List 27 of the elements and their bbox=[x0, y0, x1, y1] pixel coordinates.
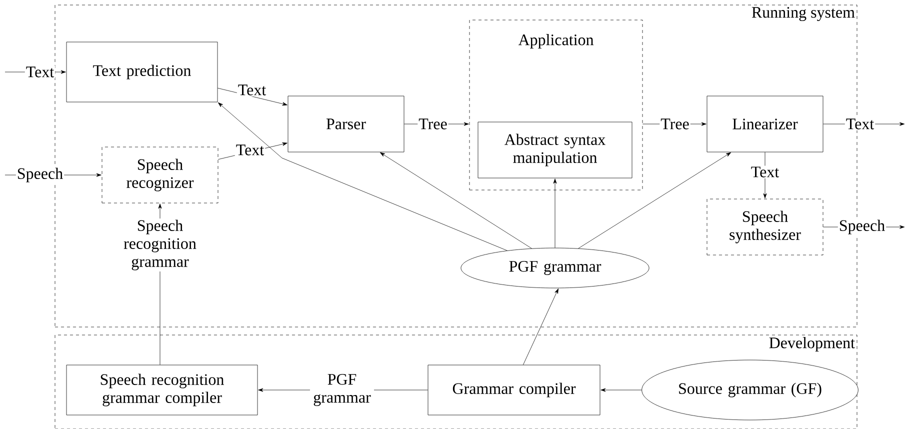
edge-label: PGF grammar bbox=[310, 372, 374, 408]
arrow bbox=[600, 388, 642, 392]
arrow bbox=[218, 88, 288, 106]
process-box: Linearizer bbox=[706, 96, 824, 152]
edge-label: Tree bbox=[660, 118, 690, 130]
data-text: Speech recognition grammar bbox=[124, 220, 196, 270]
process-box: Abstract syntax manipulation bbox=[478, 122, 632, 178]
process-box: Speech recognizer bbox=[102, 146, 218, 204]
edge-label: Speech bbox=[838, 218, 886, 236]
process-box: Speech recognition grammar compiler bbox=[66, 364, 258, 416]
process-box: Grammar compiler bbox=[428, 364, 600, 416]
arrow bbox=[218, 102, 508, 251]
process-box: Parser bbox=[288, 96, 404, 152]
process-box: Text prediction bbox=[66, 42, 218, 102]
arrow bbox=[380, 152, 532, 249]
process-box: Speech synthesizer bbox=[706, 198, 824, 256]
edge-label: Text bbox=[236, 84, 268, 96]
edge-label: Text bbox=[24, 66, 56, 78]
arrow bbox=[553, 178, 557, 248]
arrow bbox=[158, 204, 162, 219]
edge-label: Text bbox=[750, 166, 780, 178]
edge-label: Tree bbox=[418, 118, 448, 130]
arrow bbox=[522, 288, 558, 365]
edge-label: Text bbox=[844, 118, 876, 130]
edge-label: Text bbox=[234, 144, 266, 156]
edge-label: Speech bbox=[16, 166, 64, 184]
arrow bbox=[578, 152, 732, 249]
